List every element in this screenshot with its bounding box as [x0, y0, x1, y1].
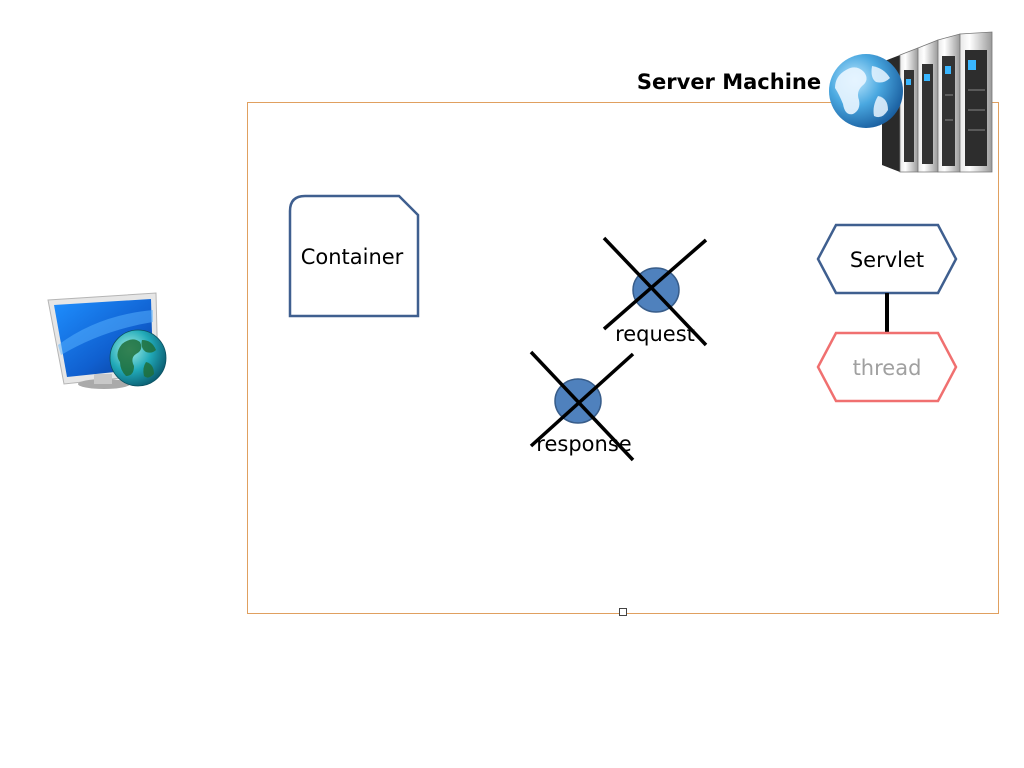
thread-node: thread [816, 331, 958, 403]
server-rack-globe-icon [829, 31, 993, 173]
servlet-node: Servlet [816, 223, 958, 295]
response-node: response [529, 350, 635, 462]
server-machine-title: Server Machine [637, 70, 821, 94]
thread-label: thread [853, 356, 922, 380]
resize-handle [619, 608, 627, 616]
globe-icon [109, 329, 167, 387]
globe-icon [829, 54, 903, 128]
request-cross-mark [602, 236, 708, 347]
servlet-label: Servlet [850, 248, 924, 272]
container-node: Container [288, 194, 420, 318]
container-label: Container [301, 245, 404, 269]
request-node: request [602, 236, 708, 347]
server-rack-icon [882, 31, 993, 173]
computer-globe-icon [47, 292, 167, 389]
response-cross-mark [529, 350, 635, 462]
request-label: request [615, 322, 695, 346]
